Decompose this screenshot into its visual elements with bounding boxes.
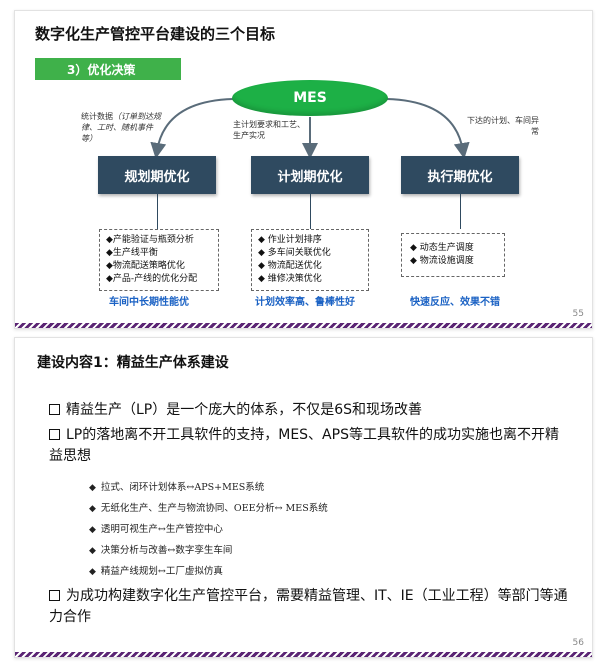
connector-line <box>310 194 311 229</box>
sub-bullet-item: ◆精益产线规划↔工厂虚拟仿真 <box>89 566 223 577</box>
connector-line <box>460 194 461 229</box>
slide-title: 建设内容1：精益生产体系建设 <box>37 355 229 371</box>
list-item: ◆产品-产线的优化分配 <box>106 274 198 284</box>
outcome-label-planning: 车间中长期性能优 <box>109 297 189 308</box>
list-item: ◆物流配送策略优化 <box>106 261 185 271</box>
square-bullet-icon <box>49 404 60 415</box>
mes-oval: MES <box>232 80 388 116</box>
outcome-label-execution: 快速反应、效果不错 <box>410 297 500 308</box>
slide-55: 数字化生产管控平台建设的三个目标 3）优化决策 MES 统计数据（订单到达规律、… <box>14 10 593 329</box>
list-item: ◆ 多车间关联优化 <box>258 248 331 258</box>
slide-title: 数字化生产管控平台建设的三个目标 <box>35 25 276 43</box>
note-statistics: 统计数据（订单到达规律、工时、随机事件等） <box>81 112 161 143</box>
arrow-to-planning <box>150 98 234 159</box>
bullet-item: 精益生产（LP）是一个庞大的体系，不仅是6S和现场改善 <box>49 400 569 421</box>
flow-arrows <box>150 98 470 159</box>
footer-stripe <box>15 323 592 328</box>
sub-bullet-item: ◆决策分析与改善↔数字孪生车间 <box>89 545 233 556</box>
section-tag: 3）优化决策 <box>35 58 181 80</box>
phase-box-execution: 执行期优化 <box>401 156 519 194</box>
square-bullet-icon <box>49 590 60 601</box>
list-item: ◆ 动态生产调度 <box>410 243 474 253</box>
diamond-bullet-icon: ◆ <box>89 567 96 577</box>
list-box-scheduling: ◆ 作业计划排序 ◆ 多车间关联优化 ◆ 物流配送优化 ◆ 维修决策优化 <box>251 229 369 291</box>
sub-bullet-item: ◆拉式、闭环计划体系↔APS+MES系统 <box>89 482 265 493</box>
connector-line <box>157 194 158 229</box>
footer-stripe <box>15 652 592 657</box>
list-item: ◆ 维修决策优化 <box>258 274 322 284</box>
square-bullet-icon <box>49 429 60 440</box>
list-item: ◆ 作业计划排序 <box>258 235 322 245</box>
list-box-planning: ◆产能验证与瓶颈分析 ◆生产线平衡 ◆物流配送策略优化 ◆产品-产线的优化分配 <box>99 229 219 291</box>
diamond-bullet-icon: ◆ <box>89 525 96 535</box>
note-master-plan: 主计划要求和工艺、生产实况 <box>233 120 305 140</box>
outcome-label-scheduling: 计划效率高、鲁棒性好 <box>255 297 355 308</box>
list-item: ◆生产线平衡 <box>106 248 158 258</box>
diamond-bullet-icon: ◆ <box>89 504 96 514</box>
note-dispatch: 下达的计划、车间异常 <box>467 116 539 136</box>
page-number: 55 <box>572 309 584 319</box>
phase-box-scheduling: 计划期优化 <box>251 156 369 194</box>
arrow-to-execution <box>386 98 470 159</box>
phase-box-planning: 规划期优化 <box>98 156 216 194</box>
sub-bullet-item: ◆透明可视生产↔生产管控中心 <box>89 524 223 535</box>
list-item: ◆产能验证与瓶颈分析 <box>106 235 194 245</box>
sub-bullet-item: ◆无纸化生产、生产与物流协同、OEE分析↔ MES系统 <box>89 503 328 514</box>
page-number: 56 <box>572 638 584 648</box>
slide-56: 建设内容1：精益生产体系建设 精益生产（LP）是一个庞大的体系，不仅是6S和现场… <box>14 337 593 658</box>
bullet-item: LP的落地离不开工具软件的支持，MES、APS等工具软件的成功实施也离不开精益思… <box>49 427 559 464</box>
diamond-bullet-icon: ◆ <box>89 546 96 556</box>
list-box-execution: ◆ 动态生产调度 ◆ 物流设施调度 <box>401 233 505 277</box>
list-item: ◆ 物流设施调度 <box>410 256 474 266</box>
list-item: ◆ 物流配送优化 <box>258 261 322 271</box>
diamond-bullet-icon: ◆ <box>89 483 96 493</box>
bullet-item: 为成功构建数字化生产管控平台，需要精益管理、IT、IE（工业工程）等部门等通力合… <box>49 588 568 625</box>
